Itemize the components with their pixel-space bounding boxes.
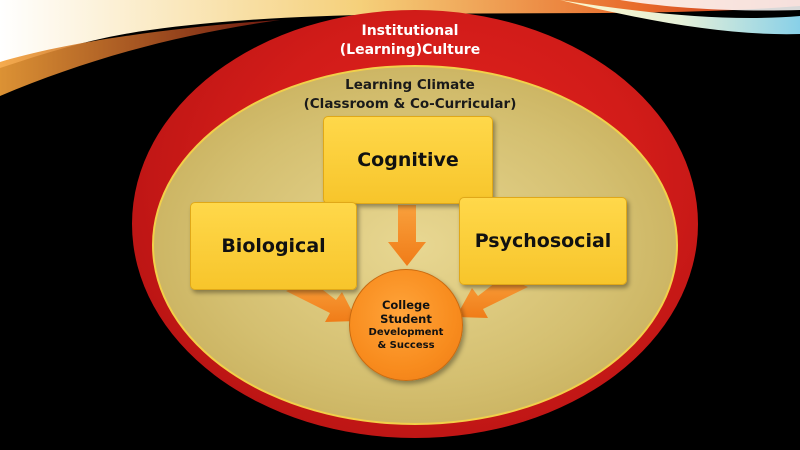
student-success-circle: College Student Development & Success: [349, 269, 463, 381]
center-label-line1: College: [381, 298, 431, 312]
biological-label: Biological: [221, 235, 326, 257]
center-label-line4: & Success: [377, 340, 435, 351]
inner-label-line2: (Classroom & Co-Curricular): [303, 96, 517, 112]
psychosocial-label: Psychosocial: [474, 230, 612, 252]
inner-label-line1: Learning Climate: [345, 77, 475, 93]
psychosocial-box: Psychosocial: [459, 197, 627, 285]
institutional-culture-label: Institutional (Learning)Culture: [300, 22, 520, 60]
center-label-line3: Development: [368, 327, 444, 338]
learning-climate-label: Learning Climate (Classroom & Co-Curricu…: [270, 76, 550, 114]
arrow-biological-to-center: [286, 280, 357, 322]
cognitive-box: Cognitive: [323, 116, 493, 204]
outer-label-line1: Institutional: [361, 23, 459, 39]
center-label-line2: Student: [380, 312, 432, 326]
biological-box: Biological: [190, 202, 357, 290]
arrow-psychosocial-to-center: [456, 276, 528, 318]
arrow-cognitive-to-center: [388, 205, 426, 266]
outer-label-line2: (Learning)Culture: [339, 42, 481, 58]
cognitive-label: Cognitive: [357, 149, 459, 171]
